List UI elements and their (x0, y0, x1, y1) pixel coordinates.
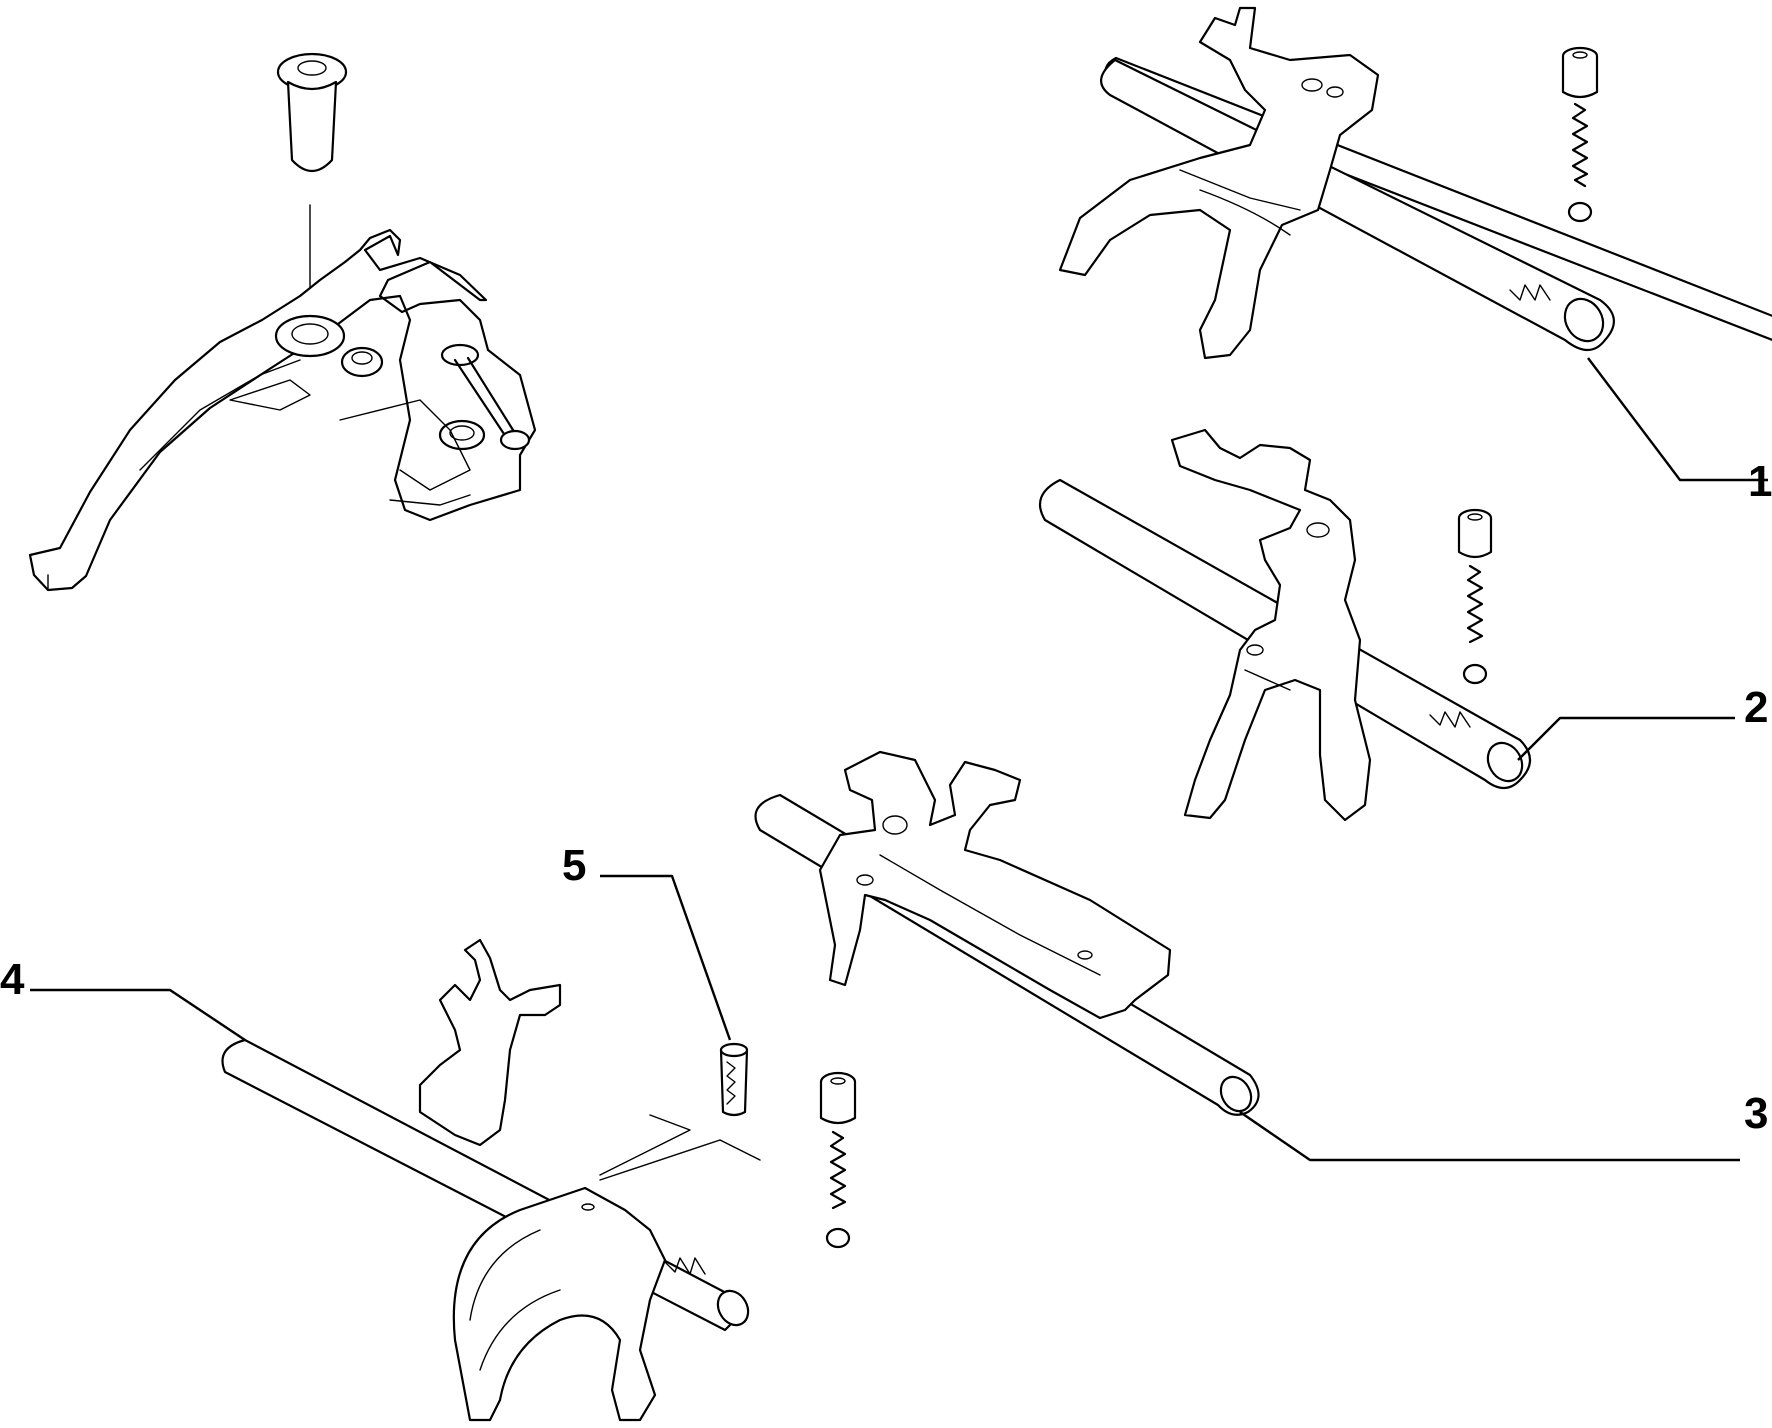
selector-lever (28, 228, 537, 592)
leader-line-3 (1239, 1111, 1740, 1162)
shift-fork-1 (1058, 6, 1380, 360)
callout-3: 3 (1744, 1089, 1768, 1138)
lever-nut (340, 346, 384, 378)
shift-rod-fork-1 (1058, 6, 1772, 482)
callout-2: 2 (1744, 683, 1768, 732)
shift-rod-fork-3 (754, 750, 1740, 1162)
guide-pin (276, 52, 348, 173)
leader-line-5 (600, 874, 732, 1041)
lever-bore (274, 314, 346, 358)
leader-line-2 (1517, 716, 1735, 761)
leader-line-4 (30, 988, 246, 1041)
shift-fork-4 (452, 1186, 667, 1422)
shift-rod-fork-2 (1038, 428, 1735, 822)
shift-rod-1 (1100, 58, 1615, 352)
callout-1: 1 (1748, 457, 1772, 506)
linkage-rod (453, 358, 510, 442)
linkage-eye (440, 343, 480, 367)
shift-rod-fork-4 (30, 938, 750, 1422)
roll-pin-5 (599, 874, 761, 1181)
selector-lever-assembly (28, 52, 537, 592)
callout-4: 4 (0, 955, 25, 1004)
bolt-set-2 (1457, 508, 1493, 685)
leader-line-1 (1587, 357, 1768, 482)
shift-fork-2 (1170, 428, 1372, 822)
shift-fork-3 (818, 750, 1172, 1020)
bolt-set-4 (819, 1071, 857, 1249)
shift-finger-4 (418, 938, 562, 1147)
bolt-set-1 (1561, 46, 1599, 223)
callout-5: 5 (562, 841, 586, 890)
